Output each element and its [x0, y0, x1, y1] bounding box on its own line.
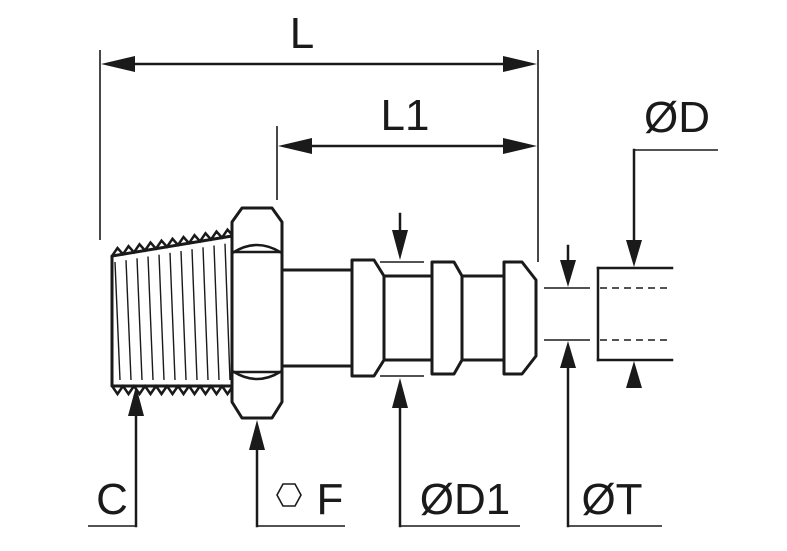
dimension-L1: L1	[276, 91, 537, 200]
label-L1: L1	[381, 91, 430, 140]
threaded-section	[110, 227, 235, 397]
barb-2	[430, 260, 464, 376]
thread-hatch-line	[114, 261, 121, 381]
arrowhead-L1-left	[278, 138, 312, 154]
hex-body	[230, 206, 284, 420]
barb-neck-1	[382, 274, 434, 362]
label-L: L	[290, 9, 314, 58]
hex-chamfer-bottom	[232, 370, 282, 381]
hexagon-icon	[276, 483, 302, 507]
dimension-D1: ØD1	[380, 212, 520, 528]
thread-hatch-line	[224, 243, 231, 381]
thread-profile-top	[110, 227, 235, 258]
barb-3	[502, 260, 538, 376]
arrowhead-D1-top	[392, 230, 408, 260]
thread-hatch-line	[180, 250, 187, 381]
thread-hatch-line	[213, 245, 220, 381]
label-D: ØD	[644, 93, 710, 142]
thread-hatch-line	[202, 247, 209, 381]
hose-tail	[280, 258, 538, 378]
dimension-F: F	[249, 420, 345, 528]
dimension-L: L	[99, 9, 539, 262]
dimension-D: ØD	[626, 93, 718, 388]
thread-hatching	[114, 243, 231, 381]
thread-hatch-line	[147, 256, 154, 381]
arrowhead-right	[503, 56, 537, 72]
dimension-T: ØT	[544, 244, 662, 528]
thread-teeth-top	[110, 227, 235, 258]
tail-shank	[280, 268, 354, 368]
barb-1	[350, 258, 386, 378]
thread-profile-bottom	[110, 384, 235, 397]
label-C: C	[96, 475, 128, 524]
thread-hatch-line	[169, 252, 176, 381]
hose-section	[596, 266, 674, 362]
thread-hatch-line	[136, 258, 143, 381]
arrowhead-F	[249, 420, 265, 450]
arrowhead-C	[128, 386, 144, 416]
arrowhead-D-bottom	[626, 361, 642, 388]
hex-chamfer-top	[232, 243, 282, 254]
label-F: F	[317, 475, 344, 524]
hex-nut	[230, 206, 284, 420]
arrowhead-D-top	[626, 240, 642, 267]
thread-teeth-bottom	[110, 384, 235, 397]
arrowhead-left	[101, 56, 135, 72]
dimension-C: C	[88, 386, 144, 528]
arrowhead-T-bottom	[560, 341, 576, 368]
thread-hatch-line	[158, 254, 165, 381]
arrowhead-L1-right	[503, 138, 537, 154]
label-T: ØT	[581, 475, 642, 524]
arrowhead-D1-bottom	[392, 378, 408, 408]
arrowhead-T-top	[560, 260, 576, 287]
thread-hatch-line	[191, 249, 198, 381]
thread-hatch-line	[125, 260, 132, 381]
label-D1: ØD1	[420, 475, 510, 524]
barb-neck-2	[460, 274, 506, 362]
